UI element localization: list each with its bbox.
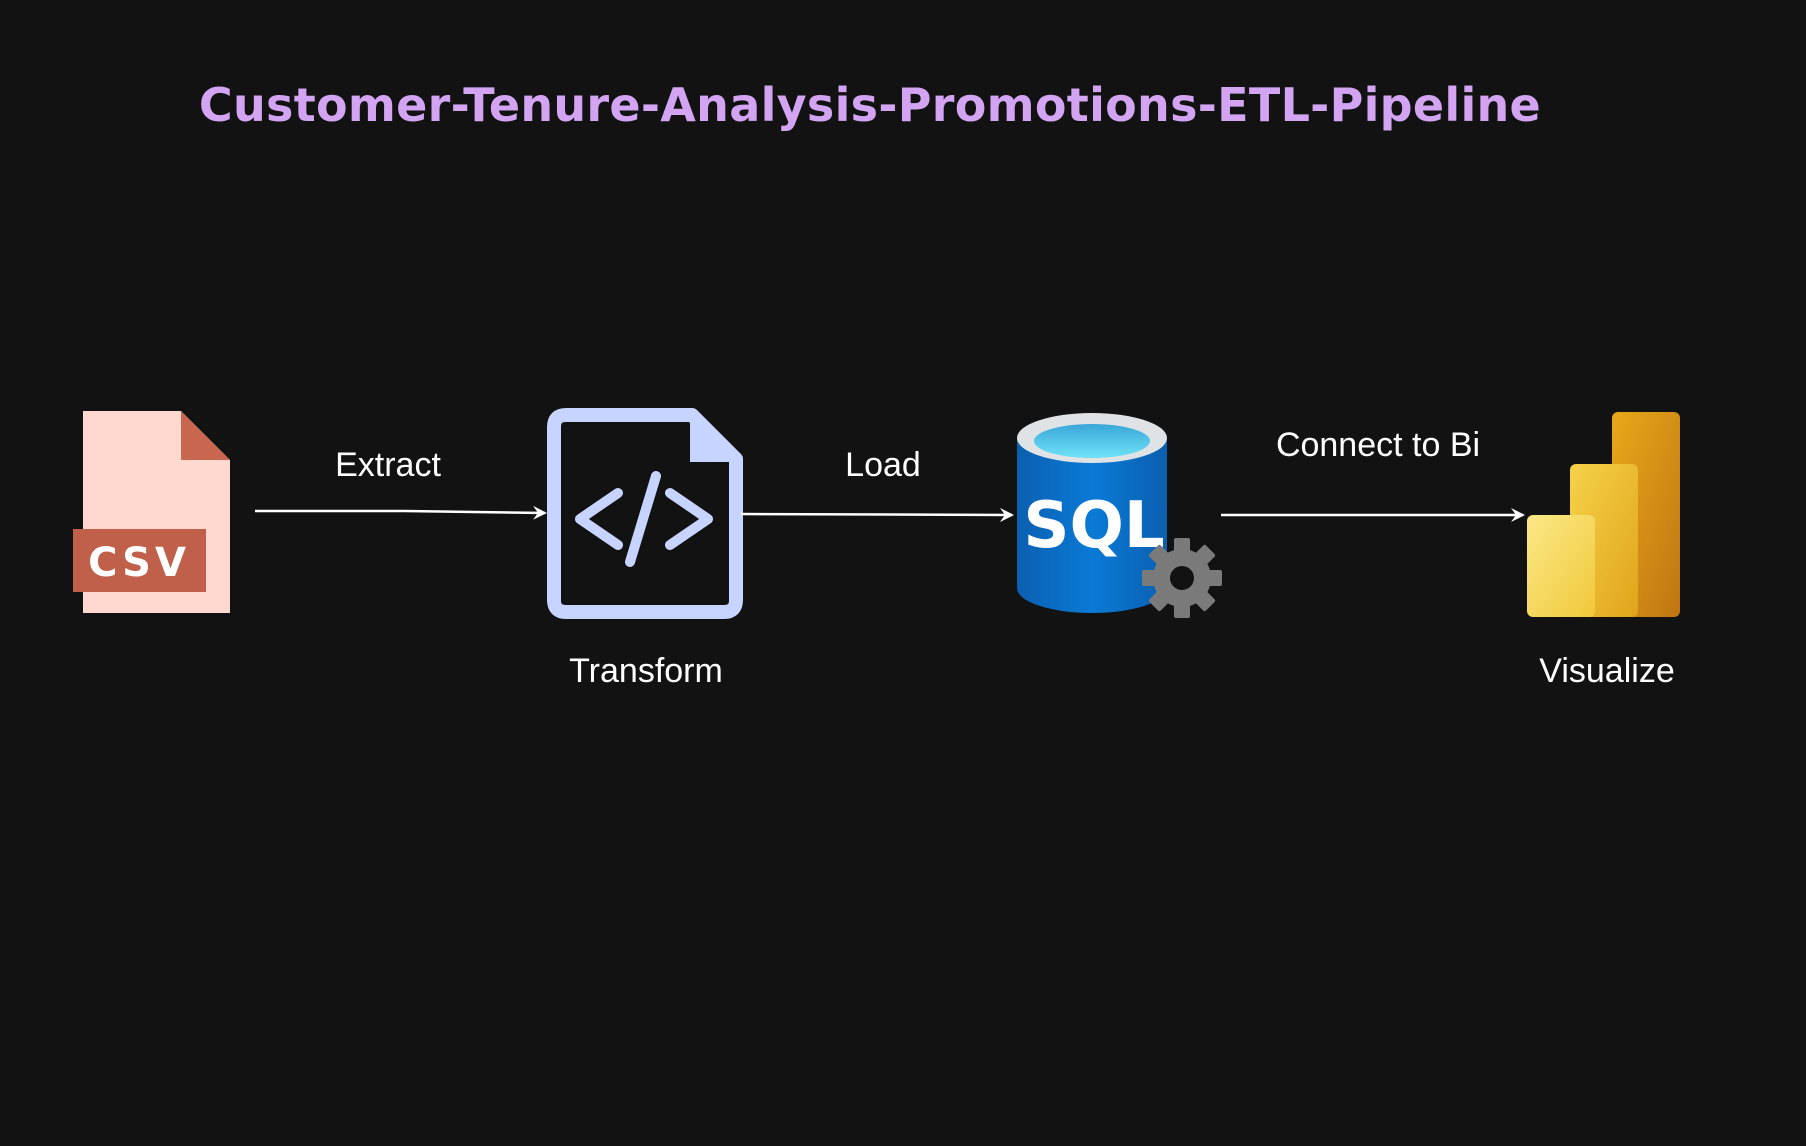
csv-badge-text: CSV xyxy=(88,540,190,586)
node-label-visualize: Visualize xyxy=(1539,652,1675,690)
load-arrow xyxy=(740,507,1014,522)
node-label-transform: Transform xyxy=(569,652,723,690)
edge-label-connect-to-bi: Connect to Bi xyxy=(1275,426,1481,464)
edge-label-extract: Extract xyxy=(335,446,441,484)
diagram-title: Customer-Tenure-Analysis-Promotions-ETL-… xyxy=(198,78,1542,132)
extract-arrow xyxy=(255,505,547,520)
power-bi-icon xyxy=(1527,412,1680,617)
gear-icon xyxy=(1142,538,1222,618)
sql-database-icon: SQL xyxy=(1017,413,1167,613)
sql-badge-text: SQL xyxy=(1023,489,1164,563)
code-file-icon xyxy=(547,408,743,619)
edge-label-load: Load xyxy=(845,446,921,484)
csv-file-icon: CSV xyxy=(73,411,230,613)
